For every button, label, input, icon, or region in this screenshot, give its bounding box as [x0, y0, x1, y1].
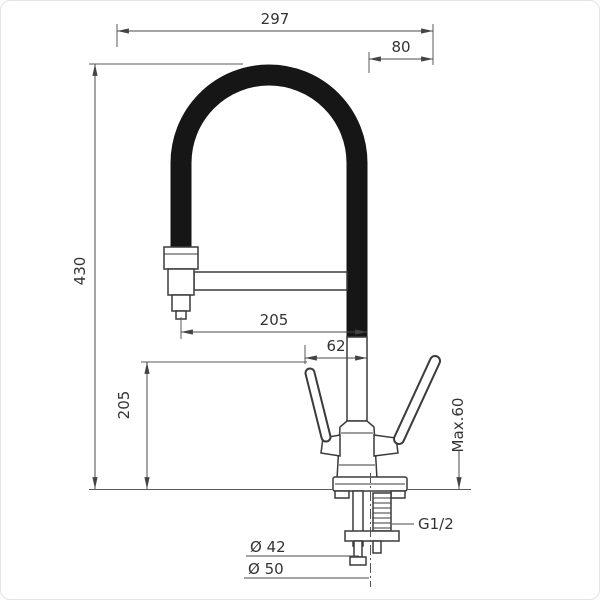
dimension-hole-diameter: Ø 42: [246, 538, 359, 557]
faucet-hose-arch: [170, 64, 368, 341]
thread-size-label: G1/2: [418, 515, 454, 533]
threaded-shank: [372, 492, 392, 532]
gasket-right: [390, 490, 406, 499]
body-height-label: 205: [115, 391, 133, 420]
total-width-label: 297: [261, 10, 290, 28]
spray-head-body: [167, 268, 195, 296]
left-handle-fill: [306, 369, 330, 441]
left-handle: [304, 367, 332, 443]
faucet: [163, 64, 441, 587]
dimension-total-width: 297: [116, 10, 434, 65]
total-height-label: 430: [71, 257, 89, 286]
mounting-bracket: [344, 530, 400, 542]
spray-head: [163, 246, 199, 320]
spout-arm: [193, 271, 348, 291]
spout-right-offset-label: 80: [391, 38, 410, 56]
under-deck-mounting: [334, 490, 406, 566]
dimension-spout-reach: 205: [180, 311, 367, 339]
dimension-spout-offset-right: 80: [368, 38, 433, 73]
dimension-base-diameter: Ø 50: [244, 560, 369, 579]
faucet-body: [336, 420, 378, 480]
hose-stub-right: [372, 540, 382, 554]
spray-head-collar: [163, 246, 199, 270]
dimension-spout-offset: 62: [304, 337, 367, 364]
dimension-body-height: 205: [115, 361, 307, 489]
threaded-shank-body: [372, 492, 392, 532]
right-handle: [393, 355, 441, 445]
hose-stub-left: [353, 540, 363, 558]
base-diameter-label: Ø 50: [248, 560, 284, 578]
max-mounting-depth-label: Max.60: [449, 398, 467, 453]
hole-diameter-label: Ø 42: [250, 538, 286, 556]
dimension-total-height: 430: [71, 63, 333, 490]
faucet-column: [346, 336, 368, 422]
dimension-thread-size: G1/2: [392, 515, 454, 533]
right-handle-joint: [373, 434, 399, 457]
spray-head-nozzle: [171, 294, 191, 312]
spout-reach-label: 205: [260, 311, 289, 329]
spout-offset-label: 62: [326, 337, 345, 355]
right-handle-fill: [395, 357, 439, 443]
hose-end-fitting: [349, 556, 367, 566]
dimension-max-mounting-depth: Max.60: [407, 398, 471, 490]
gasket-left: [334, 490, 350, 499]
